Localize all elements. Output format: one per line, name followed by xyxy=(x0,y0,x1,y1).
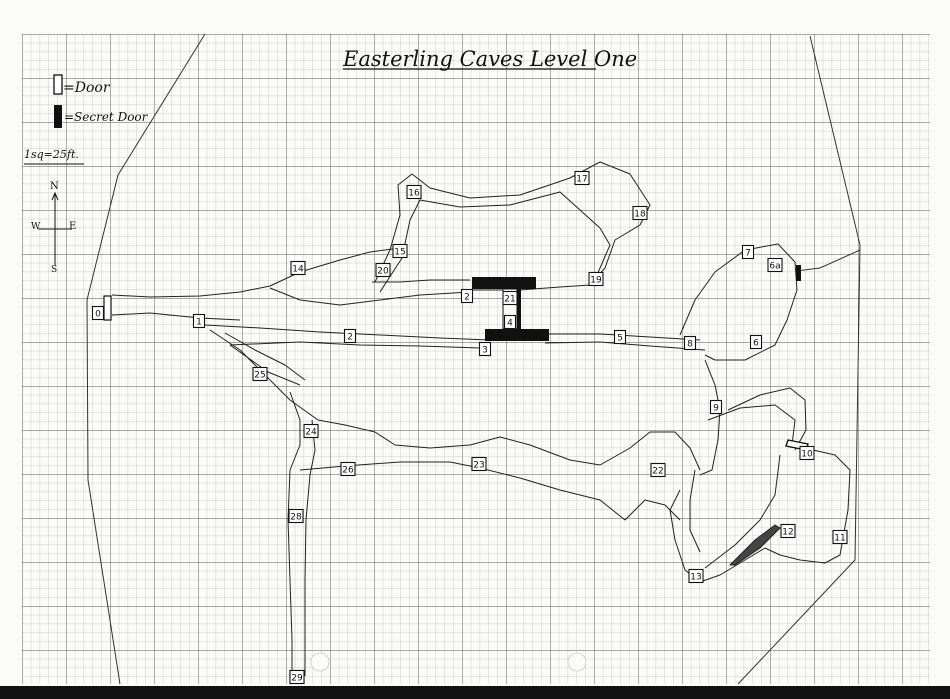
room-label-r20: 20 xyxy=(375,262,391,278)
map-legend: =Door =Secret Door 1sq=25ft. xyxy=(24,74,149,165)
room-number: 21 xyxy=(504,294,515,304)
svg-text:W: W xyxy=(31,222,41,232)
room-number: 22 xyxy=(652,466,663,476)
room-number: 29 xyxy=(291,673,303,683)
map-title: Easterling Caves Level One xyxy=(342,47,637,71)
room-number: 4 xyxy=(507,318,513,328)
room-label-r13: 13 xyxy=(688,568,704,584)
room-number: 13 xyxy=(690,572,701,582)
room-number: 6 xyxy=(753,338,759,348)
room-number: 17 xyxy=(576,174,587,184)
room-number: 6a xyxy=(769,261,780,271)
svg-text:=Secret Door: =Secret Door xyxy=(64,110,149,124)
room-number: 11 xyxy=(834,533,845,543)
room-label-r5: 5 xyxy=(613,329,627,345)
svg-text:S: S xyxy=(51,265,57,275)
svg-text:1sq=25ft.: 1sq=25ft. xyxy=(24,148,79,161)
door-entrance xyxy=(103,295,112,321)
room-label-r10: 10 xyxy=(799,445,815,461)
room-number: 7 xyxy=(745,248,751,258)
room-label-r28: 28 xyxy=(288,508,304,524)
room-label-r12: 12 xyxy=(780,523,796,539)
room-number: 2 xyxy=(347,332,353,342)
room-label-r24: 24 xyxy=(303,423,319,439)
room-number: 19 xyxy=(590,275,602,285)
room-number: 8 xyxy=(687,339,693,349)
room-number: 1 xyxy=(196,317,202,327)
room-label-r17: 17 xyxy=(574,170,590,186)
room-label-r3: 3 xyxy=(478,341,492,357)
svg-text:E: E xyxy=(69,221,76,232)
room-label-r8: 8 xyxy=(683,335,697,351)
room-label-r2b: 2 xyxy=(460,288,474,304)
map-boundary xyxy=(86,33,861,685)
room-label-r9: 9 xyxy=(709,399,723,415)
secret-door-6a xyxy=(796,265,801,281)
room-number: 12 xyxy=(782,527,793,537)
room-number: 15 xyxy=(394,247,405,257)
room-label-r21: 21 xyxy=(502,290,518,306)
room-label-r16: 16 xyxy=(406,184,422,200)
room-number: 20 xyxy=(377,266,389,276)
room-number: 5 xyxy=(617,333,623,343)
svg-text:=Door: =Door xyxy=(63,80,111,96)
svg-text:Easterling Caves Level One: Easterling Caves Level One xyxy=(342,47,637,71)
room-label-r19: 19 xyxy=(588,271,604,287)
room-label-r7: 7 xyxy=(741,244,755,260)
room-label-r18: 18 xyxy=(632,205,648,221)
room-label-r29: 29 xyxy=(289,669,305,685)
room-number: 10 xyxy=(801,449,813,459)
compass-rose: N S E W xyxy=(31,181,76,275)
room-number: 16 xyxy=(408,188,420,198)
svg-text:N: N xyxy=(50,181,59,192)
room-number: 23 xyxy=(473,460,484,470)
room-label-r11: 11 xyxy=(832,529,848,545)
room-label-r1: 1 xyxy=(192,313,206,329)
room-label-r22: 22 xyxy=(650,462,666,478)
room-label-r6: 6 xyxy=(749,334,763,350)
room-label-r25: 25 xyxy=(252,366,268,382)
room-number: 24 xyxy=(305,427,317,437)
room-number: 26 xyxy=(342,465,354,475)
room-number: 0 xyxy=(95,309,101,319)
room-label-r14: 14 xyxy=(290,260,306,276)
room-number: 9 xyxy=(713,403,719,413)
room-number: 3 xyxy=(482,345,488,355)
room-label-r2: 2 xyxy=(343,328,357,344)
room-number: 25 xyxy=(254,370,265,380)
room-label-r0: 0 xyxy=(91,305,105,321)
room-number: 28 xyxy=(290,512,302,522)
room-label-r6a: 6a xyxy=(767,257,783,273)
room-label-r26: 26 xyxy=(340,461,356,477)
room-label-r23: 23 xyxy=(471,456,487,472)
room-label-r4: 4 xyxy=(503,314,517,330)
room-number: 14 xyxy=(292,264,304,274)
room-number: 2 xyxy=(464,292,470,302)
room-label-r15: 15 xyxy=(392,243,408,259)
room-number: 18 xyxy=(634,209,646,219)
